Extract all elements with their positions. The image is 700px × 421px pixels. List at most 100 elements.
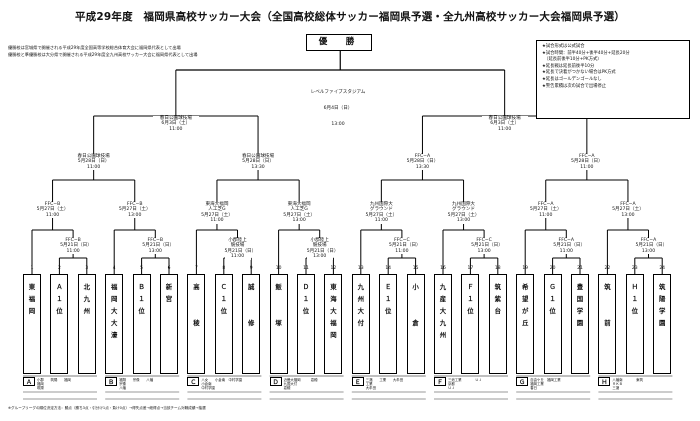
group-row: 三潴	[612, 386, 620, 391]
group-teams: 八女 小倉南 中村学園小倉南中村学園	[201, 378, 242, 391]
group-row: 近畿大福岡 嘉穂	[283, 378, 318, 382]
group-row: 福翔 宗像 八幡	[119, 378, 154, 382]
team-number: 10	[275, 266, 282, 271]
group-row: 嘉穂	[283, 386, 291, 391]
quarter-final-match-date: 5月28日（日）	[570, 159, 603, 165]
quarter-final-match-time: 13:30	[415, 164, 430, 170]
team-number: 8	[222, 266, 226, 271]
semi-final-match-date: 6月3日（土）	[161, 121, 191, 127]
quarter-final-match-venue: 春日公園球技場	[241, 154, 275, 159]
group-row: 宗像	[119, 382, 126, 387]
footer-note: ※グループリーグの順位決定方法：勝点（勝ち3点・引分け1点・負け0点）→得失点差…	[8, 406, 206, 410]
team-name: 豊 国 学 園	[576, 283, 584, 327]
team-box: 九 州 大 付	[351, 274, 370, 374]
round16-match-time: 13:00	[292, 218, 306, 224]
group-row: 小郡 筑陽 福岡	[37, 378, 71, 382]
round32-match-venue: 小郡陸上 競技場	[228, 238, 247, 249]
quarter-final-match-time: 11:00	[87, 164, 101, 170]
group-label: Ｈ	[598, 377, 611, 386]
group-row: 工業	[365, 382, 373, 387]
team-box: Ｆ １ 位	[461, 274, 480, 374]
round32-match-venue: FFC−C	[476, 238, 492, 243]
team-number: 15	[412, 266, 419, 271]
round32-match-venue: FFC−B	[65, 238, 81, 243]
group-row: 中村学園	[201, 386, 215, 391]
round16-match-time: 11:00	[45, 212, 60, 218]
team-box: 誠 修	[242, 274, 261, 374]
team-box: 筑 前	[598, 274, 617, 374]
quarter-final-match-date: 5月28日（日）	[406, 159, 439, 165]
team-box: Ｄ １ 位	[297, 274, 315, 374]
quarter-final-match-time: 11:00	[580, 164, 594, 170]
round16-match-time: 13:00	[128, 212, 142, 218]
team-box: Ｃ １ 位	[214, 274, 233, 374]
round32-match-venue: FFC−A	[640, 238, 657, 243]
team-box: 筑 紫 台	[488, 274, 507, 374]
group-row: ＲＫＢ	[612, 382, 623, 387]
team-box: 九 産 大 九 州	[434, 274, 452, 374]
team-number: 20	[549, 266, 556, 271]
team-name: Ａ １ 位	[56, 283, 63, 315]
group-label: Ｆ	[434, 377, 446, 386]
round16-match-time: 11:00	[539, 212, 553, 218]
team-name: 高 稜	[193, 283, 200, 327]
rules-box: ★試合形式は公式試合★試合時間：前半40分+後半40分+延長20分 （延長前後半…	[536, 40, 690, 119]
team-box: Ｈ １ 位	[625, 274, 644, 374]
group-teams: 福翔 宗像 八幡宗像八幡	[119, 378, 153, 391]
round16-match-time: 13:00	[621, 212, 635, 218]
semi-final-match-venue: 春日公園球技場	[159, 116, 192, 121]
team-number: 19	[522, 266, 529, 271]
group-row: 春日	[530, 386, 537, 391]
team-box: Ｂ １ 位	[132, 274, 151, 374]
group-row: 三池工業 ＵＪ	[448, 378, 482, 382]
team-name: 筑 紫 台	[494, 283, 501, 315]
group-row: 三潴 工業 大牟田	[365, 378, 404, 382]
semi-final-match-date: 6月3日（土）	[490, 121, 520, 127]
team-box: 東 福 岡	[23, 274, 41, 374]
note-line-1: 優勝校は宮城県で開催される平成29年度全国高等学校総合体育大会に福岡県代表として…	[8, 45, 181, 50]
semi-final-match-time: 11:00	[169, 126, 183, 132]
team-number: 9	[249, 266, 253, 271]
round32-match-time: 13:00	[148, 248, 162, 254]
team-name: Ｄ １ 位	[302, 283, 310, 315]
team-box: Ｅ １ 位	[379, 274, 398, 374]
round32-match-date: 5月21日（日）	[306, 248, 339, 254]
team-number: 16	[440, 266, 446, 271]
team-name: 北 九 州	[83, 283, 90, 315]
team-name: 筑 陽 学 園	[658, 283, 666, 327]
team-name: 小 倉	[412, 283, 419, 327]
team-name: Ｂ １ 位	[138, 283, 145, 315]
final-venue: レベルファイブスタジアム 6月4日（日） 13:00	[300, 79, 376, 139]
team-name: Ｆ １ 位	[467, 283, 474, 315]
round32-match-time: 11:00	[66, 248, 80, 254]
team-box: 北 九 州	[77, 274, 96, 374]
team-number: 2	[57, 266, 61, 271]
round16-match-date: 5月27日（土）	[612, 207, 644, 213]
round16-match-time: 11:00	[210, 218, 224, 224]
round16-match-date: 5月27日（土）	[118, 207, 151, 213]
round16-match-time: 13:00	[456, 218, 471, 224]
round32-match-time: 13:00	[477, 248, 491, 254]
rule-line: ★延長はゴールデンゴールなし	[542, 76, 602, 82]
group-label: Ｄ	[269, 377, 282, 386]
round32-match-time: 11:00	[559, 248, 573, 254]
round16-match-date: 5月27日（土）	[447, 212, 480, 218]
round32-match-date: 5月21日（日）	[553, 243, 586, 249]
round32-match-venue: FFC−B	[147, 238, 164, 243]
final-time: 13:00	[331, 122, 345, 128]
team-name: Ｇ １ 位	[549, 283, 556, 315]
team-name: 希 望 が 丘	[521, 283, 529, 327]
